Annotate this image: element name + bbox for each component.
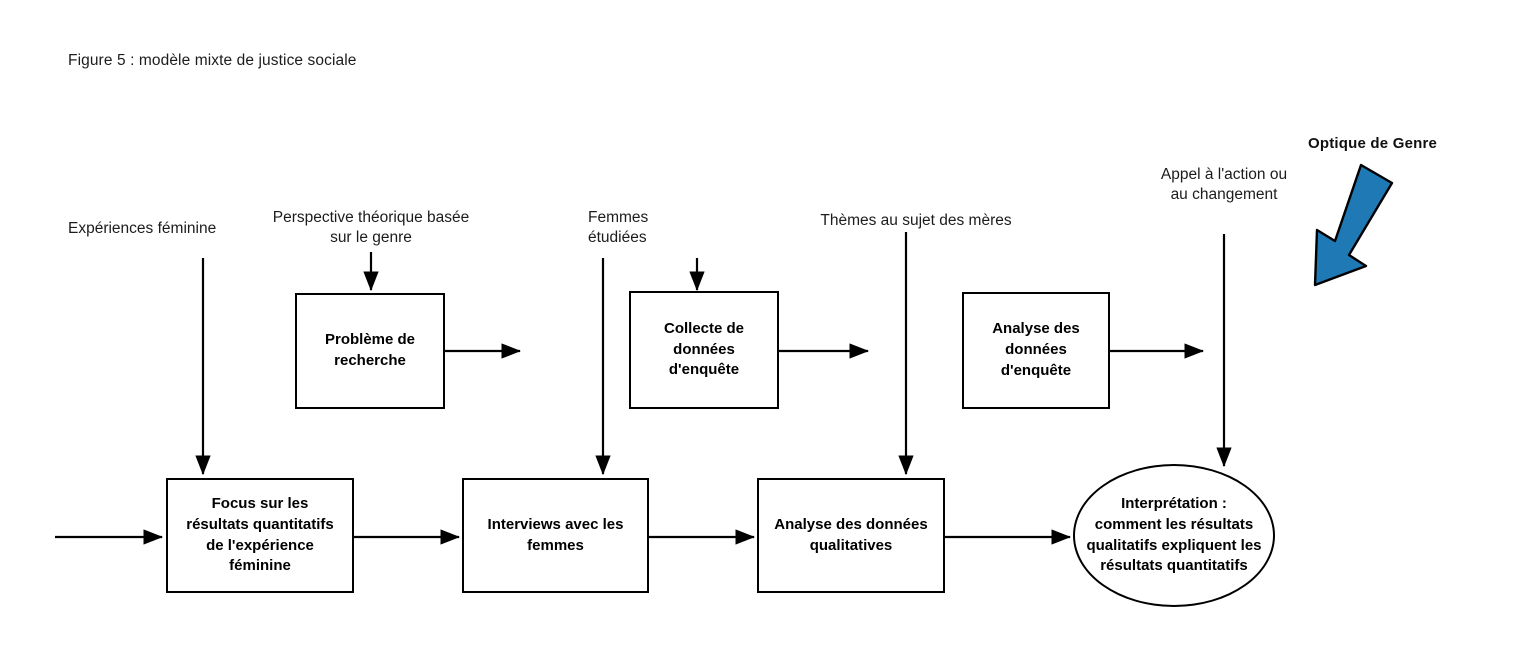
label-themes-meres: Thèmes au sujet des mères [820,212,1012,229]
label-appel-action: Appel à l'action ou au changement [1160,166,1288,204]
gender-lens-label: Optique de Genre [1308,135,1438,152]
figure-title: Figure 5 : modèle mixte de justice socia… [68,52,357,69]
label-experiences-feminine: Expériences féminine [68,220,217,237]
label-perspective-theorique: Perspective théorique basée sur le genre [272,209,470,247]
node-collecte-donnees[interactable]: Collecte de données d'enquête [629,291,779,409]
node-analyse-donnees-qualitatives[interactable]: Analyse des données qualitatives [757,478,945,593]
label-femmes-etudiees: Femmes étudiées [588,209,649,247]
node-probleme-recherche[interactable]: Problème de recherche [295,293,445,409]
gender-lens-arrow-icon [1313,163,1394,287]
node-analyse-donnees-enquete[interactable]: Analyse des données d'enquête [962,292,1110,409]
node-interviews-femmes[interactable]: Interviews avec les femmes [462,478,649,593]
node-focus-resultats-quantitatifs[interactable]: Focus sur les résultats quantitatifs de … [166,478,354,593]
node-interpretation[interactable]: Interprétation : comment les résultats q… [1073,464,1275,607]
